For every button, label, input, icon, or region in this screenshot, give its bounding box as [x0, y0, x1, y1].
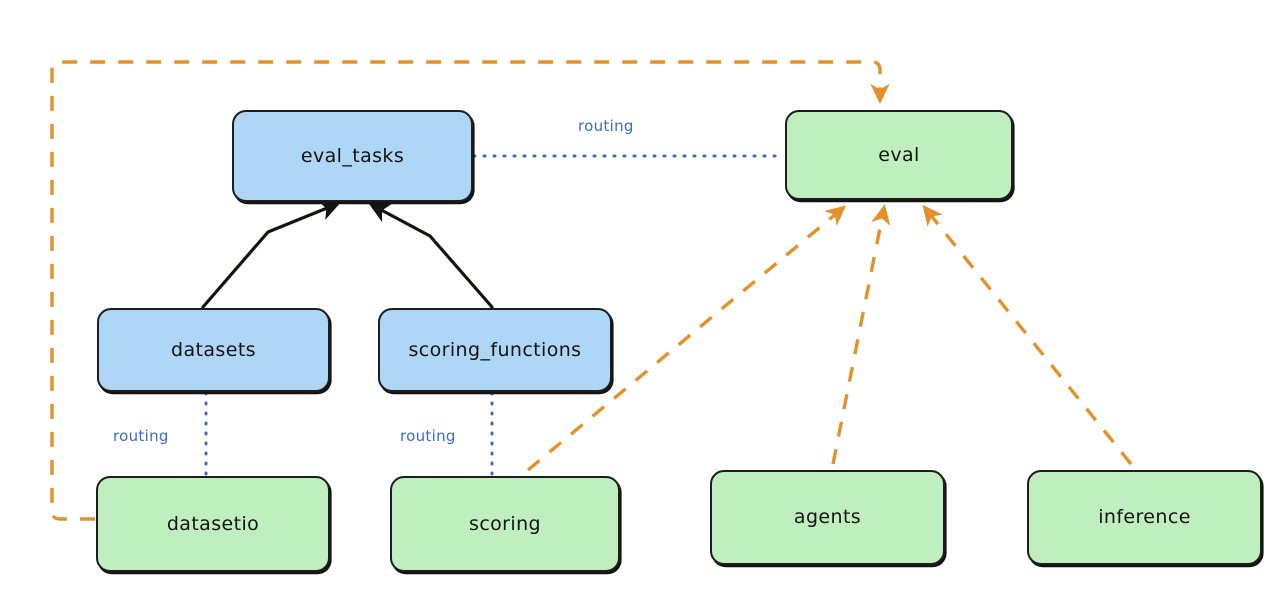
node-inference[interactable]: inference	[1027, 470, 1262, 565]
edge-inference-to-eval-dependency	[922, 204, 1133, 466]
edge-datasetio-to-eval-dependency	[50, 60, 890, 521]
node-label: eval_tasks	[300, 144, 405, 167]
edge-label-routing-scoring: routing	[400, 427, 456, 445]
node-scoring[interactable]: scoring	[390, 476, 620, 572]
node-eval[interactable]: eval	[785, 110, 1013, 200]
node-label: inference	[1098, 506, 1191, 529]
node-label: datasetio	[166, 512, 260, 535]
edge-label-routing-datasetio: routing	[113, 427, 169, 445]
edge-datasets-to-eval_tasks	[201, 200, 341, 309]
node-label: scoring_functions	[408, 338, 582, 361]
edge-agents-to-eval-dependency	[831, 204, 891, 465]
node-scoring-functions[interactable]: scoring_functions	[378, 308, 612, 392]
node-label: eval	[878, 143, 920, 166]
node-eval-tasks[interactable]: eval_tasks	[232, 110, 473, 202]
node-label: scoring	[469, 512, 541, 535]
node-datasets[interactable]: datasets	[97, 308, 330, 392]
edge-scoring-to-eval-dependency	[526, 205, 847, 472]
node-label: datasets	[171, 338, 256, 361]
edge-scoring_functions-to-eval_tasks	[368, 203, 494, 309]
node-agents[interactable]: agents	[710, 470, 945, 565]
node-datasetio[interactable]: datasetio	[96, 476, 330, 572]
edge-label-routing-eval: routing	[578, 117, 634, 135]
node-label: agents	[793, 506, 862, 529]
